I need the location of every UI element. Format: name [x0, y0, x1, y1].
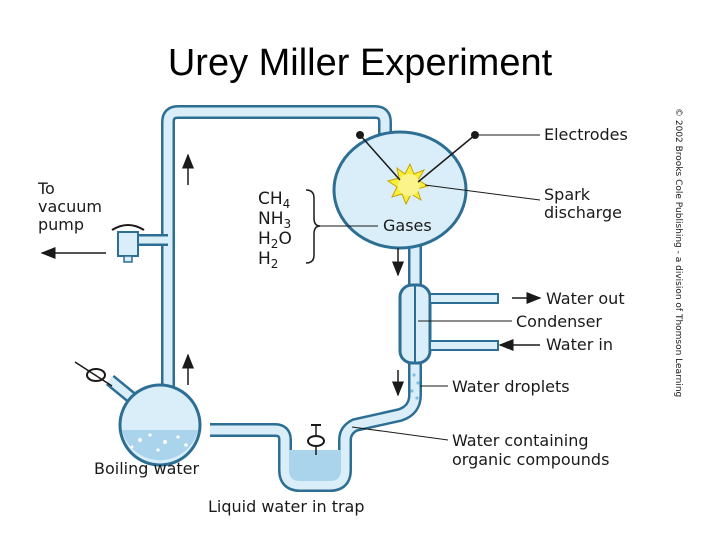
label-spark-2: discharge	[544, 203, 622, 222]
label-vacuum-2: vacuum	[38, 197, 102, 216]
label-vacuum-3: pump	[38, 215, 84, 234]
glass-tubing	[105, 105, 422, 492]
label-organic-1: Water containing	[452, 431, 589, 450]
label-condenser: Condenser	[516, 312, 602, 331]
label-spark-1: Spark	[544, 185, 591, 204]
vacuum-stopcock	[111, 224, 145, 263]
label-gases: Gases	[383, 216, 432, 235]
water-droplets	[410, 373, 420, 400]
label-vacuum-1: To	[37, 179, 55, 198]
trap-water	[289, 450, 341, 481]
leader-lines	[318, 134, 541, 441]
gas-ch4: CH4	[258, 189, 290, 211]
copyright-credit: © 2002 Brooks Cole Publishing - a divisi…	[673, 108, 683, 397]
boiling-flask	[74, 361, 202, 467]
slide-title: Urey Miller Experiment	[167, 42, 553, 84]
label-boiling-water: Boiling water	[94, 459, 199, 478]
label-water-droplets: Water droplets	[452, 377, 570, 396]
trap-stopcock	[307, 424, 325, 455]
condenser	[398, 283, 499, 365]
label-trap: Liquid water in trap	[208, 497, 365, 516]
gas-h2o: H2O	[258, 229, 292, 251]
gas-bulb	[332, 130, 479, 250]
label-water-out: Water out	[546, 289, 625, 308]
gas-h2: H2	[258, 249, 278, 271]
gases-brace	[305, 189, 321, 264]
label-organic-2: organic compounds	[452, 450, 609, 469]
label-electrodes: Electrodes	[544, 125, 628, 144]
flow-arrows	[40, 153, 542, 397]
gas-nh3: NH3	[258, 209, 291, 231]
label-water-in: Water in	[546, 335, 613, 354]
electrode-left-icon	[356, 131, 364, 139]
